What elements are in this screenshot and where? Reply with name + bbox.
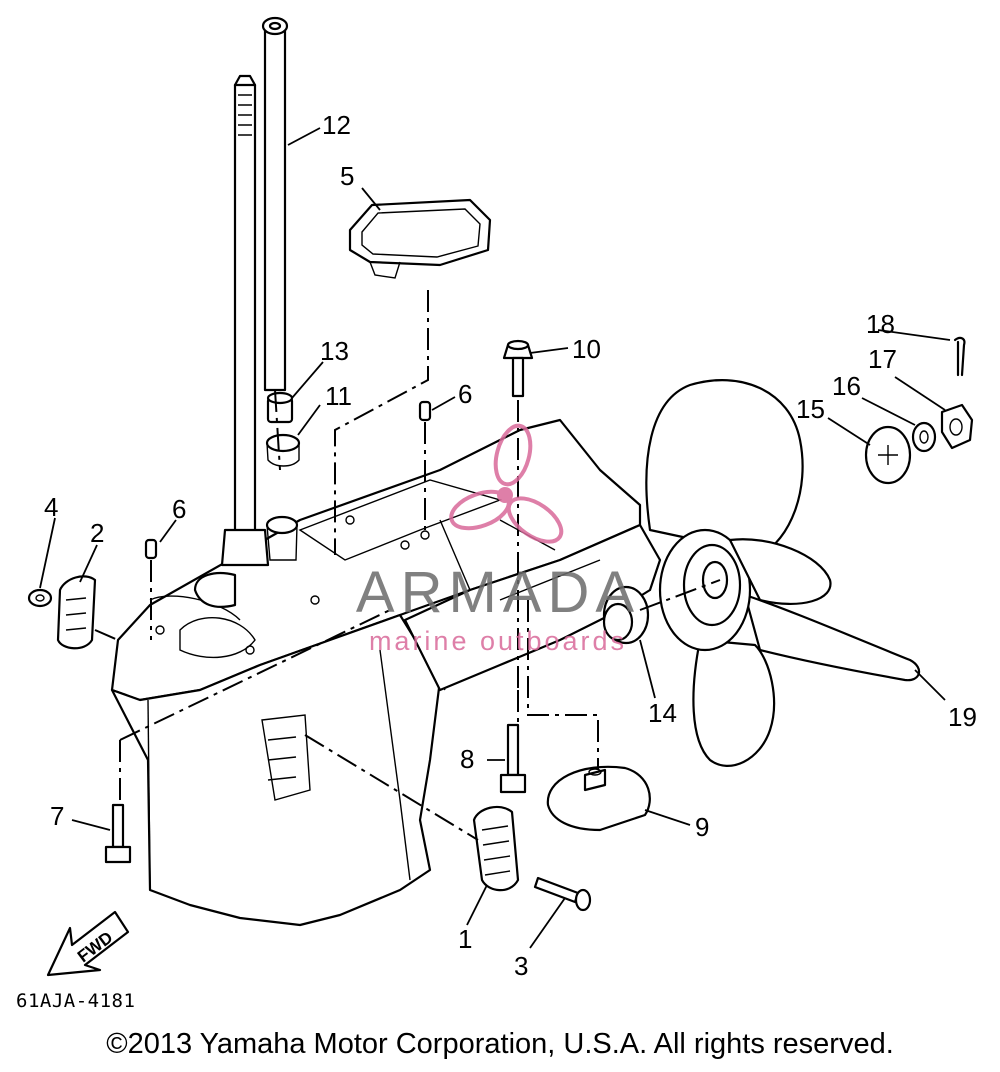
callout-5: 5: [340, 161, 354, 191]
spacer: [911, 421, 937, 453]
bolt-7: [104, 803, 132, 864]
callout-15: 15: [796, 394, 825, 424]
copyright-notice: ©2013 Yamaha Motor Corporation, U.S.A. A…: [106, 1028, 894, 1060]
thrust-bushing: [602, 585, 650, 645]
trim-tab-anode: [546, 765, 651, 832]
cover-plate: [27, 575, 97, 650]
diagram-code: 61AJA-4181: [16, 990, 136, 1012]
watermark: ARMADA marine outboards: [356, 423, 640, 656]
callout-3: 3: [514, 951, 528, 981]
callout-13: 13: [320, 336, 349, 366]
bolt-10: [502, 339, 534, 398]
gasket: [348, 198, 492, 279]
screw: [533, 876, 592, 912]
anode: [472, 805, 520, 892]
callout-10: 10: [572, 334, 601, 364]
callout-7: 7: [50, 801, 64, 831]
callout-17: 17: [868, 344, 897, 374]
drive-shaft: [261, 16, 289, 392]
lower-casing: [110, 418, 662, 927]
callout-leaders: [39, 127, 951, 949]
callout-6b: 6: [172, 494, 186, 524]
callout-6a: 6: [458, 379, 472, 409]
callout-labels: 1 2 3 4 5 6 6 7 8 9 10 11 12 13 14 15 16…: [44, 110, 977, 981]
callout-8: 8: [460, 744, 474, 774]
callout-2: 2: [90, 518, 104, 548]
assembly-lines: [94, 290, 721, 841]
callout-4: 4: [44, 492, 58, 522]
watermark-logo-icon: [449, 423, 564, 544]
callout-16: 16: [832, 371, 861, 401]
dowel-pin-upper: [418, 400, 432, 422]
cotter-pin: [953, 336, 966, 377]
washer: [864, 425, 912, 485]
callout-19: 19: [948, 702, 977, 732]
dowel-pin-left: [144, 538, 158, 560]
shift-shaft: [220, 74, 270, 567]
propeller: [645, 379, 921, 767]
watermark-brand: ARMADA: [356, 560, 640, 625]
callout-12: 12: [322, 110, 351, 140]
propeller-nut: [940, 403, 974, 450]
callout-9: 9: [695, 812, 709, 842]
callout-18: 18: [866, 309, 895, 339]
callout-14: 14: [648, 698, 677, 728]
callout-11: 11: [325, 381, 352, 411]
watermark-tagline: marine outboards: [369, 626, 627, 656]
bushing-and-seal: [265, 391, 301, 467]
bolt-8: [499, 723, 527, 794]
forward-arrow: FWD: [46, 910, 130, 977]
callout-1: 1: [458, 924, 472, 954]
